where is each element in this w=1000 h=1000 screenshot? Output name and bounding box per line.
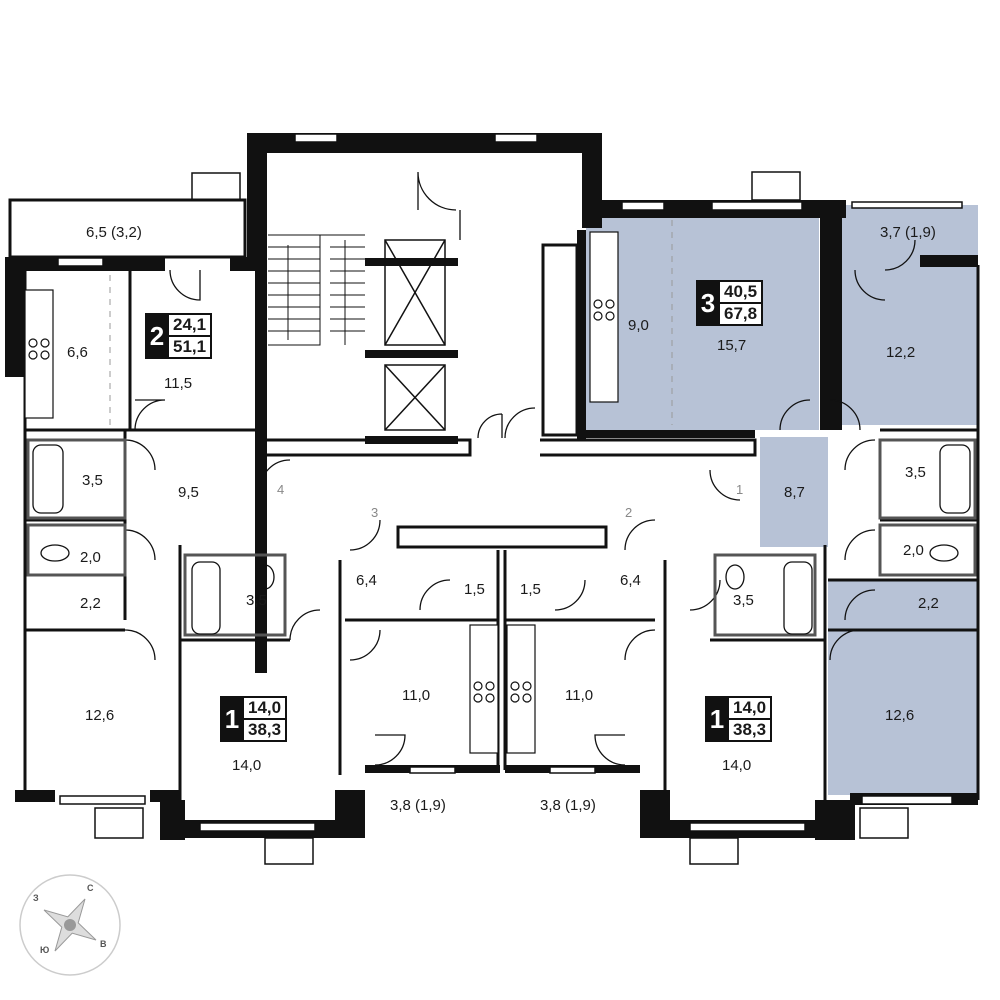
area-label: 3,5 bbox=[905, 464, 926, 481]
dashed-dividers bbox=[109, 220, 673, 425]
elevator-1 bbox=[384, 239, 446, 346]
area-label: 3,8 (1,9) bbox=[390, 797, 446, 814]
apartment-badge-2[interactable]: 2 24,1 51,1 bbox=[145, 313, 213, 359]
compass-ring bbox=[19, 874, 121, 976]
door-number: 4 bbox=[277, 482, 284, 497]
apartment-area-values: 14,0 38,3 bbox=[244, 696, 288, 742]
living-area: 24,1 bbox=[169, 315, 211, 337]
compass-north: С bbox=[87, 883, 94, 893]
area-label: 14,0 bbox=[722, 757, 751, 774]
area-label: 3,5 bbox=[82, 472, 103, 489]
area-label: 2,2 bbox=[918, 595, 939, 612]
area-label: 3,5 bbox=[246, 592, 267, 609]
compass-south: Ю bbox=[40, 945, 49, 955]
area-label: 2,0 bbox=[903, 542, 924, 559]
bathrooms bbox=[26, 438, 977, 637]
area-label: 12,6 bbox=[85, 707, 114, 724]
window-bays bbox=[94, 171, 909, 865]
apartment-area-values: 24,1 51,1 bbox=[169, 313, 213, 359]
total-area: 67,8 bbox=[724, 304, 758, 323]
living-area: 14,0 bbox=[729, 698, 771, 720]
area-label: 6,6 bbox=[67, 344, 88, 361]
compass-west: З bbox=[33, 893, 39, 903]
total-area: 38,3 bbox=[733, 720, 767, 739]
apartment-badge-3[interactable]: 3 40,5 67,8 bbox=[696, 280, 764, 326]
area-labels: 6,5 (3,2) 6,6 11,5 3,5 9,5 2,0 2,2 12,6 … bbox=[67, 224, 939, 814]
apartment-room-count: 1 bbox=[705, 696, 729, 742]
area-label: 6,5 (3,2) bbox=[86, 224, 142, 241]
area-label: 1,5 bbox=[464, 581, 485, 598]
total-area: 51,1 bbox=[173, 337, 207, 356]
area-label: 14,0 bbox=[232, 757, 261, 774]
area-label: 9,5 bbox=[178, 484, 199, 501]
total-area: 38,3 bbox=[248, 720, 282, 739]
compass: С В Ю З bbox=[19, 874, 121, 976]
area-label: 2,2 bbox=[80, 595, 101, 612]
bathtubs bbox=[32, 444, 971, 635]
walls bbox=[5, 133, 978, 840]
area-label: 12,6 bbox=[885, 707, 914, 724]
door-number: 1 bbox=[736, 482, 743, 497]
area-label: 3,8 (1,9) bbox=[540, 797, 596, 814]
door-number: 3 bbox=[371, 505, 378, 520]
apartment-room-count: 3 bbox=[696, 280, 720, 326]
door-swings bbox=[124, 171, 916, 766]
area-label: 1,5 bbox=[520, 581, 541, 598]
elevator-2 bbox=[384, 364, 446, 431]
windows bbox=[57, 133, 963, 832]
area-label: 11,0 bbox=[565, 687, 593, 704]
apartment-room-count: 1 bbox=[220, 696, 244, 742]
apartment-3-highlight bbox=[586, 205, 978, 795]
area-label: 15,7 bbox=[717, 337, 746, 354]
area-label: 2,0 bbox=[80, 549, 101, 566]
compass-east: В bbox=[100, 939, 107, 949]
living-area: 40,5 bbox=[720, 282, 762, 304]
area-label: 3,7 (1,9) bbox=[880, 224, 936, 241]
area-label: 6,4 bbox=[356, 572, 377, 589]
area-label: 3,5 bbox=[733, 592, 754, 609]
area-label: 9,0 bbox=[628, 317, 649, 334]
area-label: 6,4 bbox=[620, 572, 641, 589]
apartment-room-count: 2 bbox=[145, 313, 169, 359]
door-numbers: 1 2 3 4 bbox=[277, 482, 743, 520]
apartment-badge-1a[interactable]: 1 14,0 38,3 bbox=[220, 696, 288, 742]
kitchens bbox=[24, 231, 619, 754]
apartment-area-values: 40,5 67,8 bbox=[720, 280, 764, 326]
apartment-area-values: 14,0 38,3 bbox=[729, 696, 773, 742]
stairwell bbox=[268, 234, 365, 346]
door-number: 2 bbox=[625, 505, 632, 520]
area-label: 11,0 bbox=[402, 687, 430, 704]
compass-center-icon bbox=[64, 919, 76, 931]
area-label: 12,2 bbox=[886, 344, 915, 361]
apartment-badge-1b[interactable]: 1 14,0 38,3 bbox=[705, 696, 773, 742]
area-label: 11,5 bbox=[164, 375, 192, 392]
living-area: 14,0 bbox=[244, 698, 286, 720]
area-label: 8,7 bbox=[784, 484, 805, 501]
